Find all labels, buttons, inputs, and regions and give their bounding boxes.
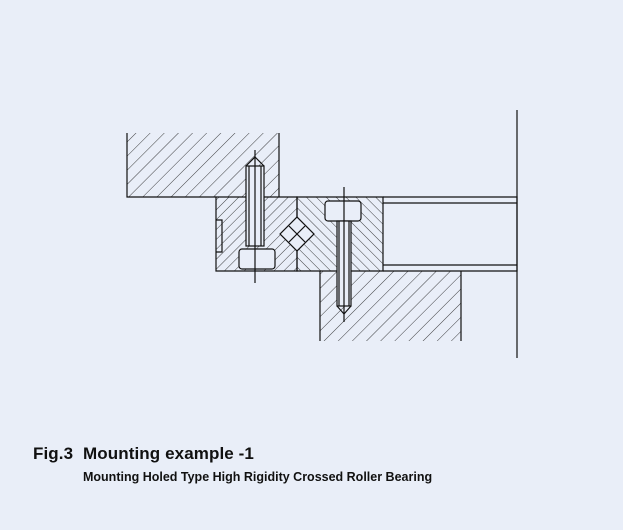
mounting-cross-section-drawing [126,110,518,358]
figure-subtitle: Mounting Holed Type High Rigidity Crosse… [83,470,433,484]
right-mounting-bolt [324,187,362,322]
figure-title: Mounting example -1 [83,444,254,463]
figure-number: Fig.3 [33,444,74,463]
left-mounting-bolt [238,150,276,283]
figure-caption: Fig.3 Mounting example -1 Mounting Holed … [33,444,623,484]
crossed-roller [279,216,315,252]
figure-title-line: Fig.3 Mounting example -1 [33,444,623,464]
